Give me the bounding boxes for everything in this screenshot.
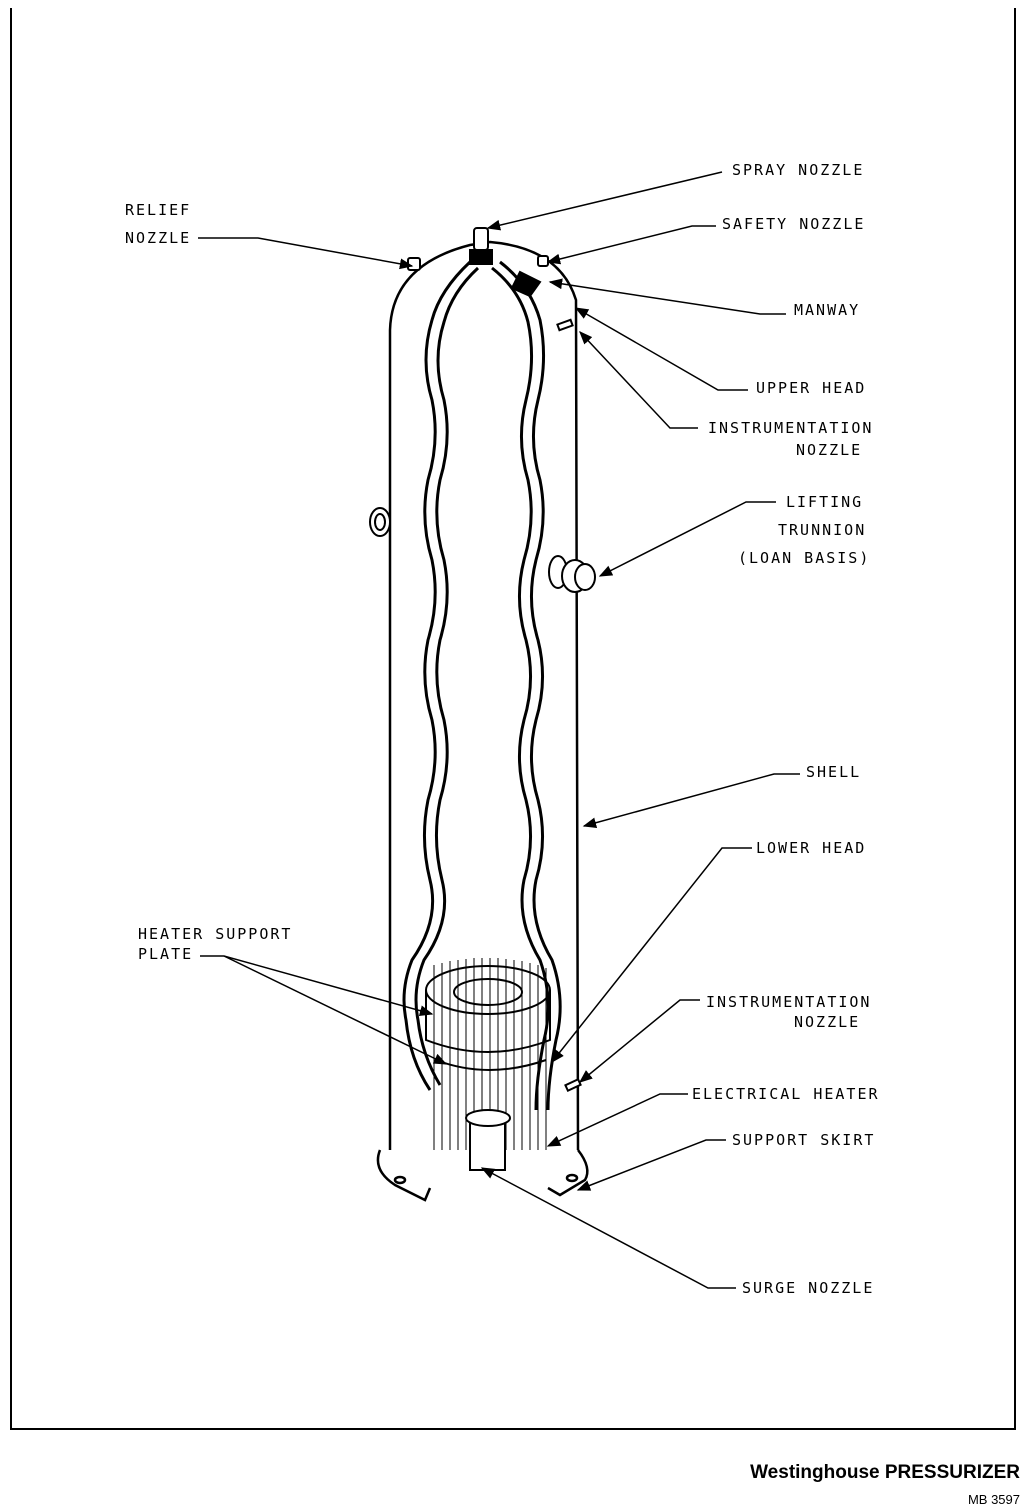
leader-safety-nozzle bbox=[546, 225, 716, 265]
label-support-skirt: SUPPORT SKIRT bbox=[732, 1131, 876, 1149]
lifting-trunnions bbox=[369, 507, 596, 593]
label-upper-head: UPPER HEAD bbox=[756, 379, 867, 397]
leader-heater-support-a bbox=[200, 955, 434, 1016]
leader-relief-nozzle bbox=[198, 237, 414, 270]
leader-electrical-heater bbox=[546, 1093, 688, 1147]
label-electrical-heater: ELECTRICAL HEATER bbox=[692, 1085, 880, 1103]
leader-shell bbox=[582, 773, 800, 829]
label-lower-head: LOWER HEAD bbox=[756, 839, 867, 857]
label-relief-nozzle-line1: RELIEF bbox=[125, 201, 192, 219]
label-heater-support-line1: HEATER SUPPORT bbox=[138, 925, 293, 943]
label-instrumentation-upper-line1: INSTRUMENTATION bbox=[708, 419, 874, 437]
leader-upper-head bbox=[574, 307, 748, 391]
label-instrumentation-lower-line1: INSTRUMENTATION bbox=[706, 993, 872, 1011]
label-instrumentation-lower-line2: NOZZLE bbox=[794, 1013, 861, 1031]
label-instrumentation-upper-line2: NOZZLE bbox=[796, 441, 863, 459]
leader-surge-nozzle bbox=[480, 1167, 736, 1289]
label-heater-support-line2: PLATE bbox=[138, 945, 194, 963]
label-lifting-line3: (LOAN BASIS) bbox=[738, 549, 871, 567]
label-spray-nozzle: SPRAY NOZZLE bbox=[732, 161, 865, 179]
label-safety-nozzle: SAFETY NOZZLE bbox=[722, 215, 866, 233]
leader-instrumentation-upper bbox=[579, 331, 698, 429]
leader-spray-nozzle bbox=[486, 171, 723, 231]
leader-lower-head bbox=[551, 847, 752, 1064]
label-lifting-line1: LIFTING bbox=[786, 493, 864, 511]
spray-nozzle-shape bbox=[469, 227, 493, 265]
leader-instrumentation-lower bbox=[578, 999, 700, 1083]
figure-caption-id: MB 3597 bbox=[967, 1492, 1020, 1507]
label-lifting-line2: TRUNNION bbox=[778, 521, 867, 539]
vessel-shell bbox=[376, 240, 589, 1202]
leader-support-skirt bbox=[576, 1139, 726, 1191]
label-manway: MANWAY bbox=[794, 301, 861, 319]
drawing-frame bbox=[10, 8, 1016, 1430]
label-shell: SHELL bbox=[806, 763, 862, 781]
leader-heater-support-b bbox=[223, 955, 448, 1065]
heater-assembly bbox=[425, 958, 582, 1171]
cutaway-wall bbox=[402, 260, 562, 1111]
label-relief-nozzle-line2: NOZZLE bbox=[125, 229, 192, 247]
leader-lifting-trunnion bbox=[598, 501, 776, 577]
label-surge-nozzle: SURGE NOZZLE bbox=[742, 1279, 875, 1297]
figure-caption-title: Westinghouse PRESSURIZER bbox=[750, 1462, 1020, 1483]
leader-manway bbox=[548, 278, 786, 315]
leader-lines bbox=[198, 171, 800, 1289]
